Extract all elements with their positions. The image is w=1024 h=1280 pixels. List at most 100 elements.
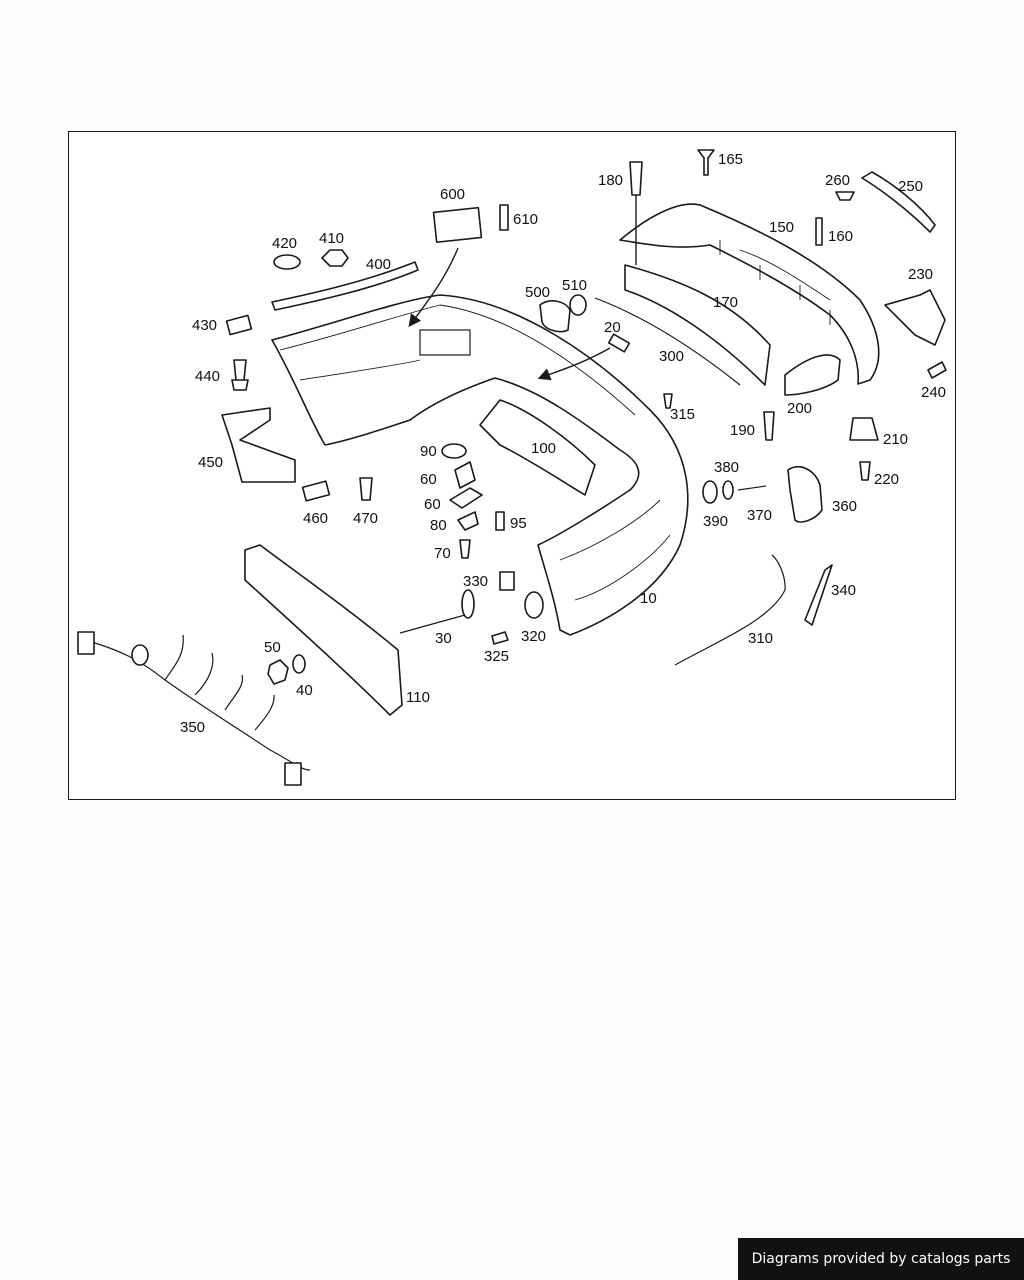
washer-part bbox=[292, 654, 306, 674]
clip-part bbox=[225, 314, 253, 336]
callout-40: 40 bbox=[296, 682, 313, 699]
callout-310: 310 bbox=[748, 630, 773, 647]
callout-325: 325 bbox=[484, 648, 509, 665]
harness-connector-part bbox=[284, 762, 302, 786]
parts-diagram-frame bbox=[68, 131, 956, 800]
callout-350: 350 bbox=[180, 719, 205, 736]
callout-180: 180 bbox=[598, 172, 623, 189]
side-trim-part bbox=[804, 564, 833, 626]
side-guide-part bbox=[787, 466, 823, 523]
callout-320: 320 bbox=[521, 628, 546, 645]
trim-strip-part bbox=[594, 297, 741, 386]
callout-220: 220 bbox=[874, 471, 899, 488]
callout-315: 315 bbox=[670, 406, 695, 423]
pin-part bbox=[495, 511, 505, 531]
sensor-ring-part bbox=[569, 294, 587, 316]
callout-390: 390 bbox=[703, 513, 728, 530]
callout-30: 30 bbox=[435, 630, 452, 647]
callout-440: 440 bbox=[195, 368, 220, 385]
bolt-part bbox=[399, 614, 466, 634]
callout-370: 370 bbox=[747, 507, 772, 524]
callout-610: 610 bbox=[513, 211, 538, 228]
callout-170: 170 bbox=[713, 294, 738, 311]
reinforcement-bracket-part bbox=[479, 399, 596, 496]
end-strip-part bbox=[861, 171, 936, 233]
bolt-part bbox=[737, 485, 767, 491]
callout-340: 340 bbox=[831, 582, 856, 599]
callout-80: 80 bbox=[430, 517, 447, 534]
callout-420: 420 bbox=[272, 235, 297, 252]
callout-230: 230 bbox=[908, 266, 933, 283]
callout-360: 360 bbox=[832, 498, 857, 515]
callout-50: 50 bbox=[264, 639, 281, 656]
side-bracket-part bbox=[884, 289, 946, 346]
rivet-part bbox=[629, 161, 643, 196]
callout-95: 95 bbox=[510, 515, 527, 532]
screw-part bbox=[859, 461, 871, 481]
callout-450: 450 bbox=[198, 454, 223, 471]
holder-part bbox=[449, 487, 483, 509]
nut-part bbox=[321, 249, 349, 267]
callout-500: 500 bbox=[525, 284, 550, 301]
clip-part bbox=[301, 480, 331, 502]
callout-100: 100 bbox=[531, 440, 556, 457]
nut-part bbox=[702, 480, 718, 504]
bumper-cover-part bbox=[271, 294, 689, 636]
upper-profile-part bbox=[271, 261, 419, 311]
callout-160: 160 bbox=[828, 228, 853, 245]
nut-part bbox=[267, 659, 289, 685]
upper-trim-part bbox=[619, 203, 880, 385]
callout-165: 165 bbox=[718, 151, 743, 168]
callout-330: 330 bbox=[463, 573, 488, 590]
retainer-part bbox=[849, 417, 879, 441]
washer-part bbox=[273, 254, 301, 270]
callout-60: 60 bbox=[424, 496, 441, 513]
attribution-badge: Diagrams provided by catalogs parts bbox=[738, 1238, 1024, 1280]
screw-part bbox=[231, 359, 249, 391]
screw-part bbox=[459, 539, 471, 559]
impact-absorber-part bbox=[244, 544, 403, 716]
lower-strip-part bbox=[624, 264, 771, 386]
pin-part bbox=[815, 217, 823, 246]
callout-510: 510 bbox=[562, 277, 587, 294]
plate-part bbox=[221, 407, 296, 483]
callout-470: 470 bbox=[353, 510, 378, 527]
wiring-harness-part bbox=[84, 639, 311, 771]
callout-250: 250 bbox=[898, 178, 923, 195]
callout-210: 210 bbox=[883, 431, 908, 448]
pin-part bbox=[927, 361, 947, 379]
callout-410: 410 bbox=[319, 230, 344, 247]
callout-190: 190 bbox=[730, 422, 755, 439]
callout-200: 200 bbox=[787, 400, 812, 417]
pin-part bbox=[491, 631, 509, 645]
callout-labels: 10 20 30 40 50 60 60 70 80 90 95 100 110… bbox=[180, 151, 946, 736]
diffuser-part bbox=[784, 354, 841, 396]
sensor-module-part bbox=[432, 206, 483, 244]
callout-60: 60 bbox=[420, 471, 437, 488]
clip-part bbox=[499, 571, 515, 591]
parking-sensor-part bbox=[539, 300, 571, 333]
callout-430: 430 bbox=[192, 317, 217, 334]
washer-part bbox=[722, 480, 734, 500]
rivet-part bbox=[697, 149, 715, 176]
callout-110: 110 bbox=[406, 689, 430, 706]
cap-part bbox=[524, 591, 544, 619]
callout-260: 260 bbox=[825, 172, 850, 189]
chrome-strip-part bbox=[674, 554, 786, 666]
holder-part bbox=[454, 461, 476, 489]
sensor-holder-part bbox=[499, 204, 509, 231]
callout-70: 70 bbox=[434, 545, 451, 562]
cap-part bbox=[607, 333, 631, 353]
clip-part bbox=[441, 443, 467, 459]
clip-part bbox=[457, 511, 479, 531]
callout-150: 150 bbox=[769, 219, 794, 236]
harness-connector-part bbox=[77, 631, 95, 655]
callout-240: 240 bbox=[921, 384, 946, 401]
callout-460: 460 bbox=[303, 510, 328, 527]
callout-600: 600 bbox=[440, 186, 465, 203]
callout-90: 90 bbox=[420, 443, 437, 460]
screw-part bbox=[359, 477, 373, 501]
harness-grommet-part bbox=[131, 644, 149, 666]
bolt-head-part bbox=[461, 589, 475, 619]
callout-380: 380 bbox=[714, 459, 739, 476]
